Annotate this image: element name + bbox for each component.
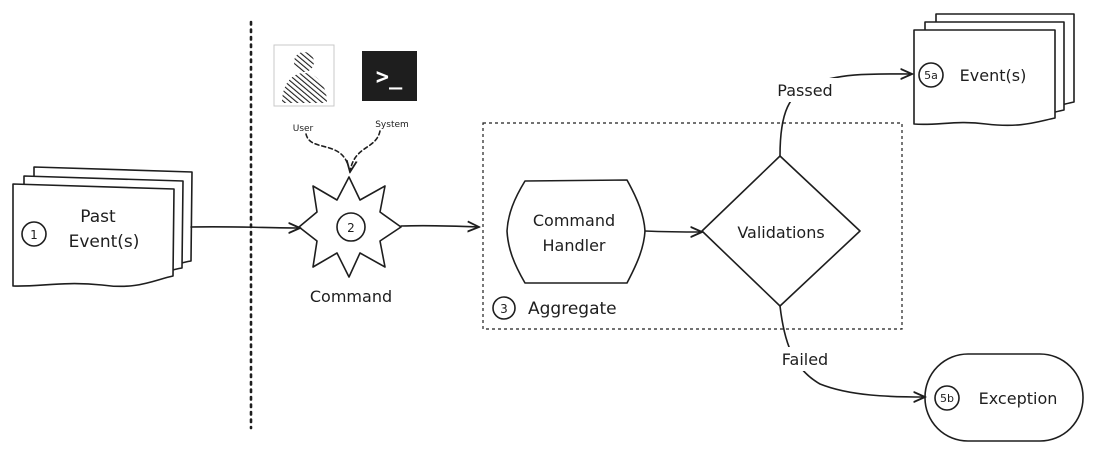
past-events-node: 1 Past Event(s) — [12, 166, 193, 288]
command-handler-line2: Handler — [543, 236, 606, 255]
command-handler-node: Command Handler — [506, 179, 646, 284]
aggregate-boundary: 3 Aggregate — [482, 122, 903, 330]
arrow-failed — [779, 305, 925, 397]
system-label: System — [375, 120, 409, 130]
aggregate-box — [482, 122, 903, 330]
exception-shape — [924, 353, 1084, 442]
command-handler-shape — [506, 179, 646, 284]
exception-node: 5b Exception — [924, 353, 1084, 442]
user-node: User — [273, 44, 335, 134]
step-5a-number: 5a — [924, 69, 938, 82]
step-2-badge — [336, 212, 366, 242]
passed-label: Passed — [777, 81, 832, 100]
step-5b-number: 5b — [940, 392, 954, 405]
command-handler-line1: Command — [533, 211, 615, 230]
past-events-label-line2: Event(s) — [69, 232, 140, 252]
past-events-label-line1: Past — [80, 207, 116, 227]
step-1-number: 1 — [30, 228, 38, 242]
failed-label-bg — [772, 347, 836, 371]
user-icon — [282, 52, 327, 103]
arrow-past-to-command — [190, 227, 300, 228]
arrow-system-to-command — [350, 130, 381, 172]
step-2-number: 2 — [347, 221, 355, 235]
arrow-user-to-command — [305, 133, 349, 166]
command-node: 2 Command — [298, 176, 402, 306]
arrow-handler-to-validations — [644, 231, 702, 232]
step-3-badge — [492, 296, 516, 320]
terminal-icon — [362, 51, 417, 101]
system-node: >_ System — [362, 51, 417, 130]
step-3-number: 3 — [500, 302, 508, 316]
validations-node: Validations — [701, 155, 861, 307]
step-1-badge — [21, 221, 47, 247]
events-output-node: 5a Event(s) — [913, 13, 1075, 127]
terminal-glyph: >_ — [376, 65, 403, 90]
validations-label: Validations — [737, 223, 824, 242]
passed-label-bg — [770, 78, 840, 102]
aggregate-label: Aggregate — [528, 299, 617, 319]
events-output-label: Event(s) — [960, 66, 1027, 85]
exception-label: Exception — [979, 389, 1058, 408]
command-star — [298, 176, 402, 278]
command-label: Command — [310, 287, 392, 306]
failed-label: Failed — [782, 350, 828, 369]
user-label: User — [293, 124, 314, 134]
arrow-command-to-handler — [400, 226, 479, 227]
step-5a-badge — [918, 62, 944, 88]
step-5b-badge — [934, 385, 960, 411]
